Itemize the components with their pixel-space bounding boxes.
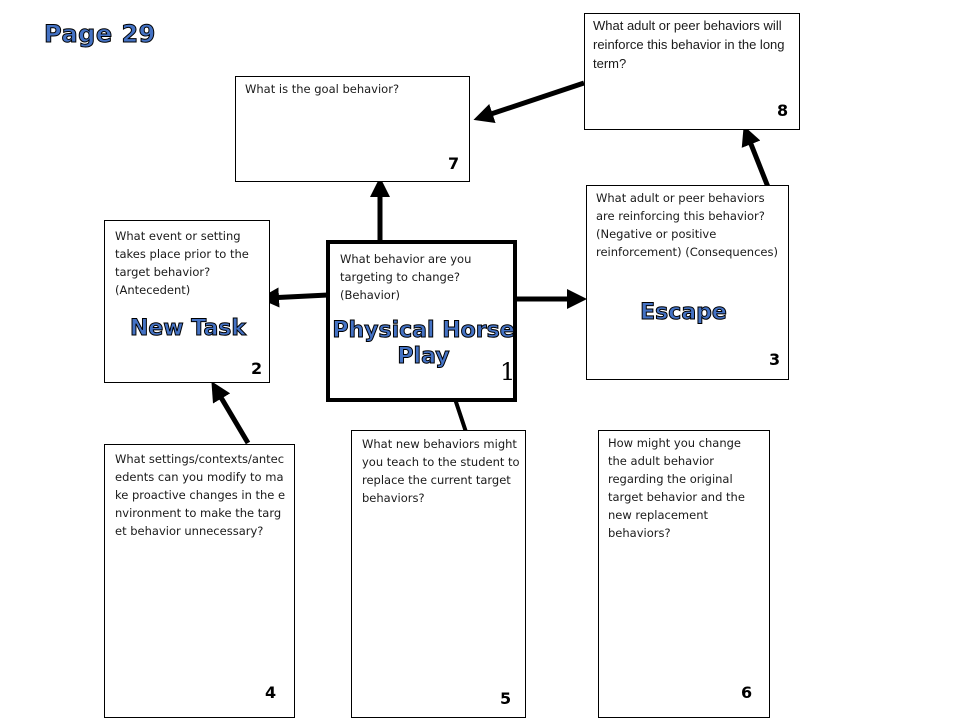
replacement-box: What new behaviors might you teach to th… — [351, 430, 526, 718]
replacement-number: 5 — [500, 689, 512, 708]
consequence-box: What adult or peer behaviors are reinfor… — [586, 185, 789, 380]
antecedent-question: What event or setting takes place prior … — [115, 229, 249, 297]
target-behavior-box: What behavior are you targeting to chang… — [326, 240, 517, 402]
arrow-reinforce-to-goal — [473, 80, 585, 124]
goal-behavior-number: 7 — [448, 154, 460, 173]
page-title: Page 29 — [44, 20, 156, 49]
target-behavior-question: What behavior are you targeting to chang… — [340, 252, 472, 302]
arrow-setting-to-antecedent — [211, 381, 251, 445]
antecedent-number: 2 — [251, 359, 263, 378]
consequence-number: 3 — [769, 350, 781, 369]
arrow-behavior-to-antecedent — [259, 287, 329, 308]
goal-behavior-box: What is the goal behavior? 7 — [235, 76, 470, 182]
consequence-answer: Escape — [640, 300, 728, 326]
replacement-question: What new behaviors might you teach to th… — [362, 437, 520, 505]
antecedent-answer: New Task — [129, 316, 247, 342]
setting-modify-box: What settings/contexts/antecedents can y… — [104, 444, 295, 718]
reinforce-question: What adult or peer behaviors will reinfo… — [593, 18, 785, 71]
goal-behavior-question: What is the goal behavior? — [245, 82, 400, 96]
target-behavior-number: 1 — [500, 358, 516, 386]
setting-modify-question: What settings/contexts/antecedents can y… — [115, 452, 286, 538]
reinforce-number: 8 — [777, 101, 789, 120]
consequence-question: What adult or peer behaviors are reinfor… — [596, 191, 778, 259]
adult-change-number: 6 — [741, 683, 753, 702]
adult-change-box: How might you change the adult behavior … — [598, 430, 770, 718]
target-behavior-answer: Physical Horse Play — [332, 318, 515, 370]
antecedent-box: What event or setting takes place prior … — [104, 220, 270, 383]
arrow-consequence-to-reinforce — [741, 125, 771, 188]
adult-change-question: How might you change the adult behavior … — [608, 436, 745, 540]
reinforce-box: What adult or peer behaviors will reinfo… — [584, 13, 800, 130]
setting-modify-number: 4 — [265, 683, 277, 702]
